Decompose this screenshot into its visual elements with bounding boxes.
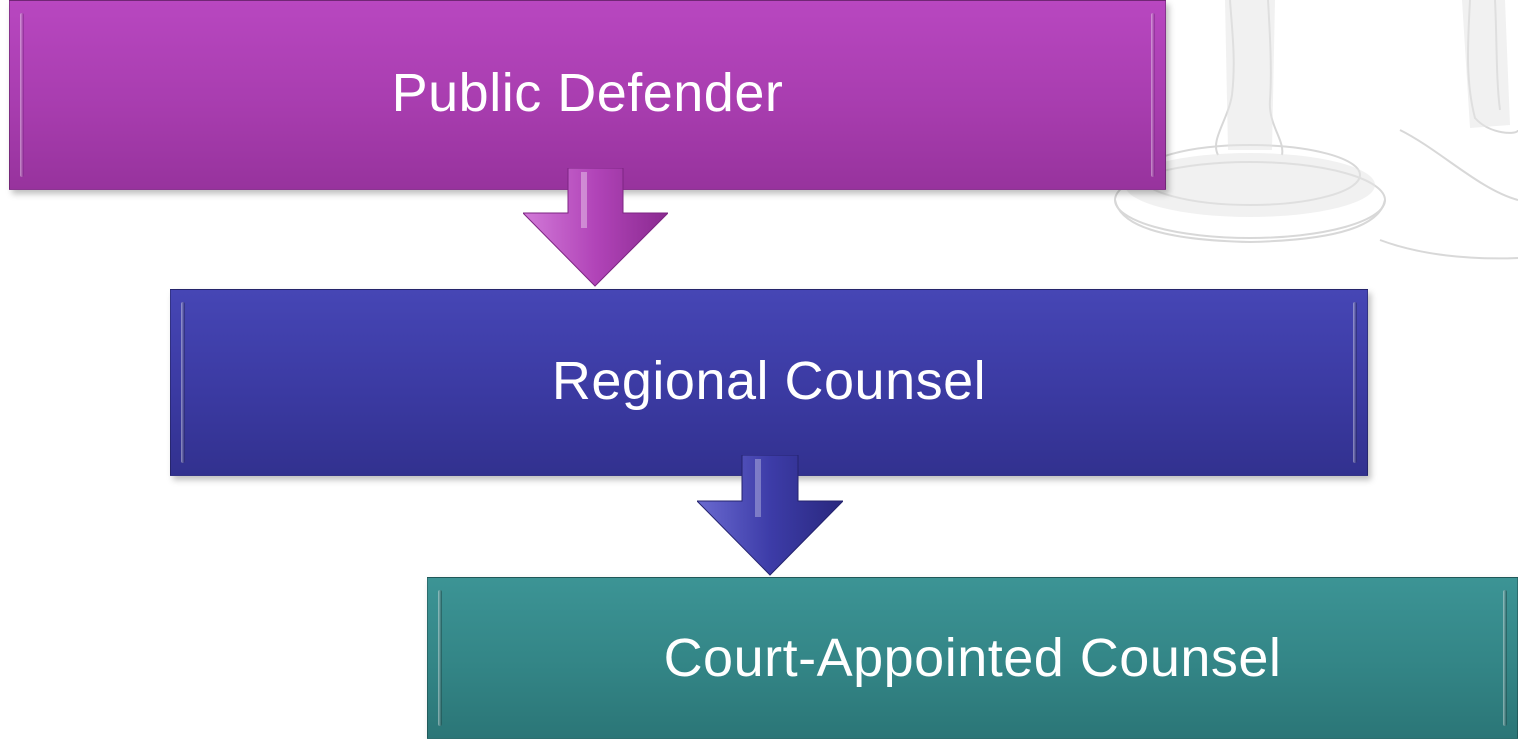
step-public-defender: Public Defender bbox=[9, 0, 1166, 190]
step-label-regional-counsel: Regional Counsel bbox=[551, 350, 987, 411]
step-label-public-defender: Public Defender bbox=[391, 63, 784, 123]
down-arrow-icon bbox=[523, 168, 668, 287]
step-court-appointed-counsel: Court-Appointed Counsel bbox=[427, 577, 1518, 739]
step-label-court-appointed-counsel: Court-Appointed Counsel bbox=[663, 628, 1282, 688]
down-arrow-icon bbox=[697, 455, 843, 576]
step-regional-counsel: Regional Counsel bbox=[170, 289, 1368, 476]
